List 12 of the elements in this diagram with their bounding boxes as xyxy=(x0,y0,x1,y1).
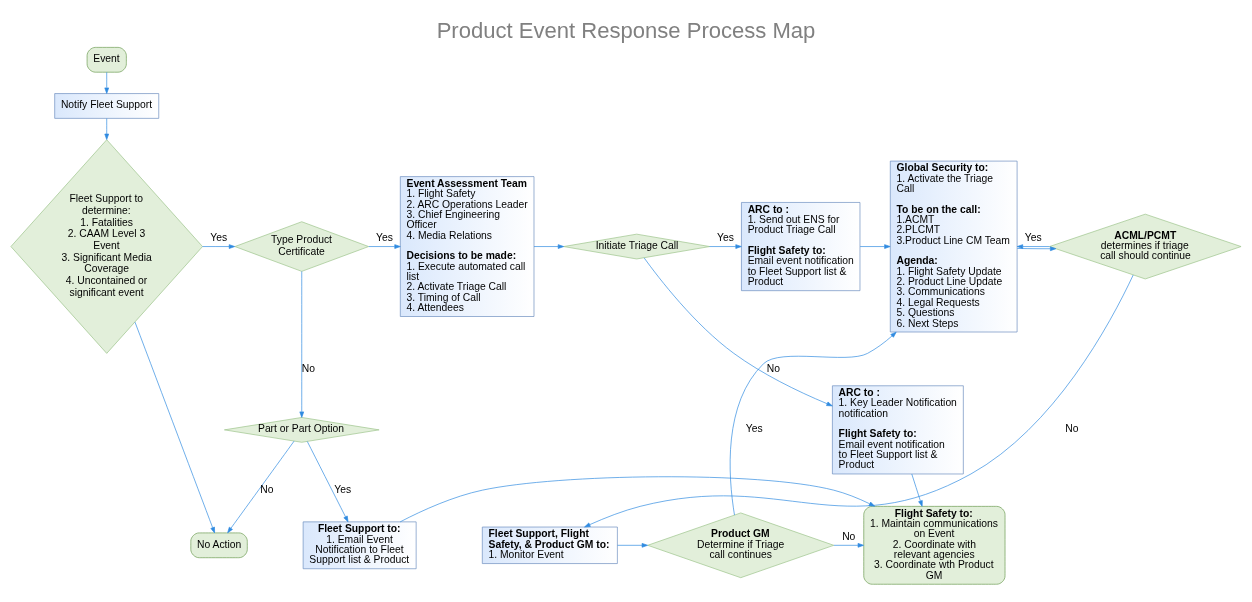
edge-label: Yes xyxy=(717,232,734,244)
edge-label: No xyxy=(301,362,315,374)
edge-label: No xyxy=(842,530,856,542)
edge-label: Yes xyxy=(334,483,352,495)
edge-label: Yes xyxy=(1024,232,1042,244)
edge-label: No xyxy=(766,362,781,374)
diagram-title: Product Event Response Process Map xyxy=(436,18,816,44)
edge-label: No xyxy=(260,483,274,495)
edge-label: Yes xyxy=(376,232,393,244)
edge-label: Yes xyxy=(745,423,763,435)
edge-label: No xyxy=(1065,423,1079,435)
edge-label: Yes xyxy=(210,232,228,244)
